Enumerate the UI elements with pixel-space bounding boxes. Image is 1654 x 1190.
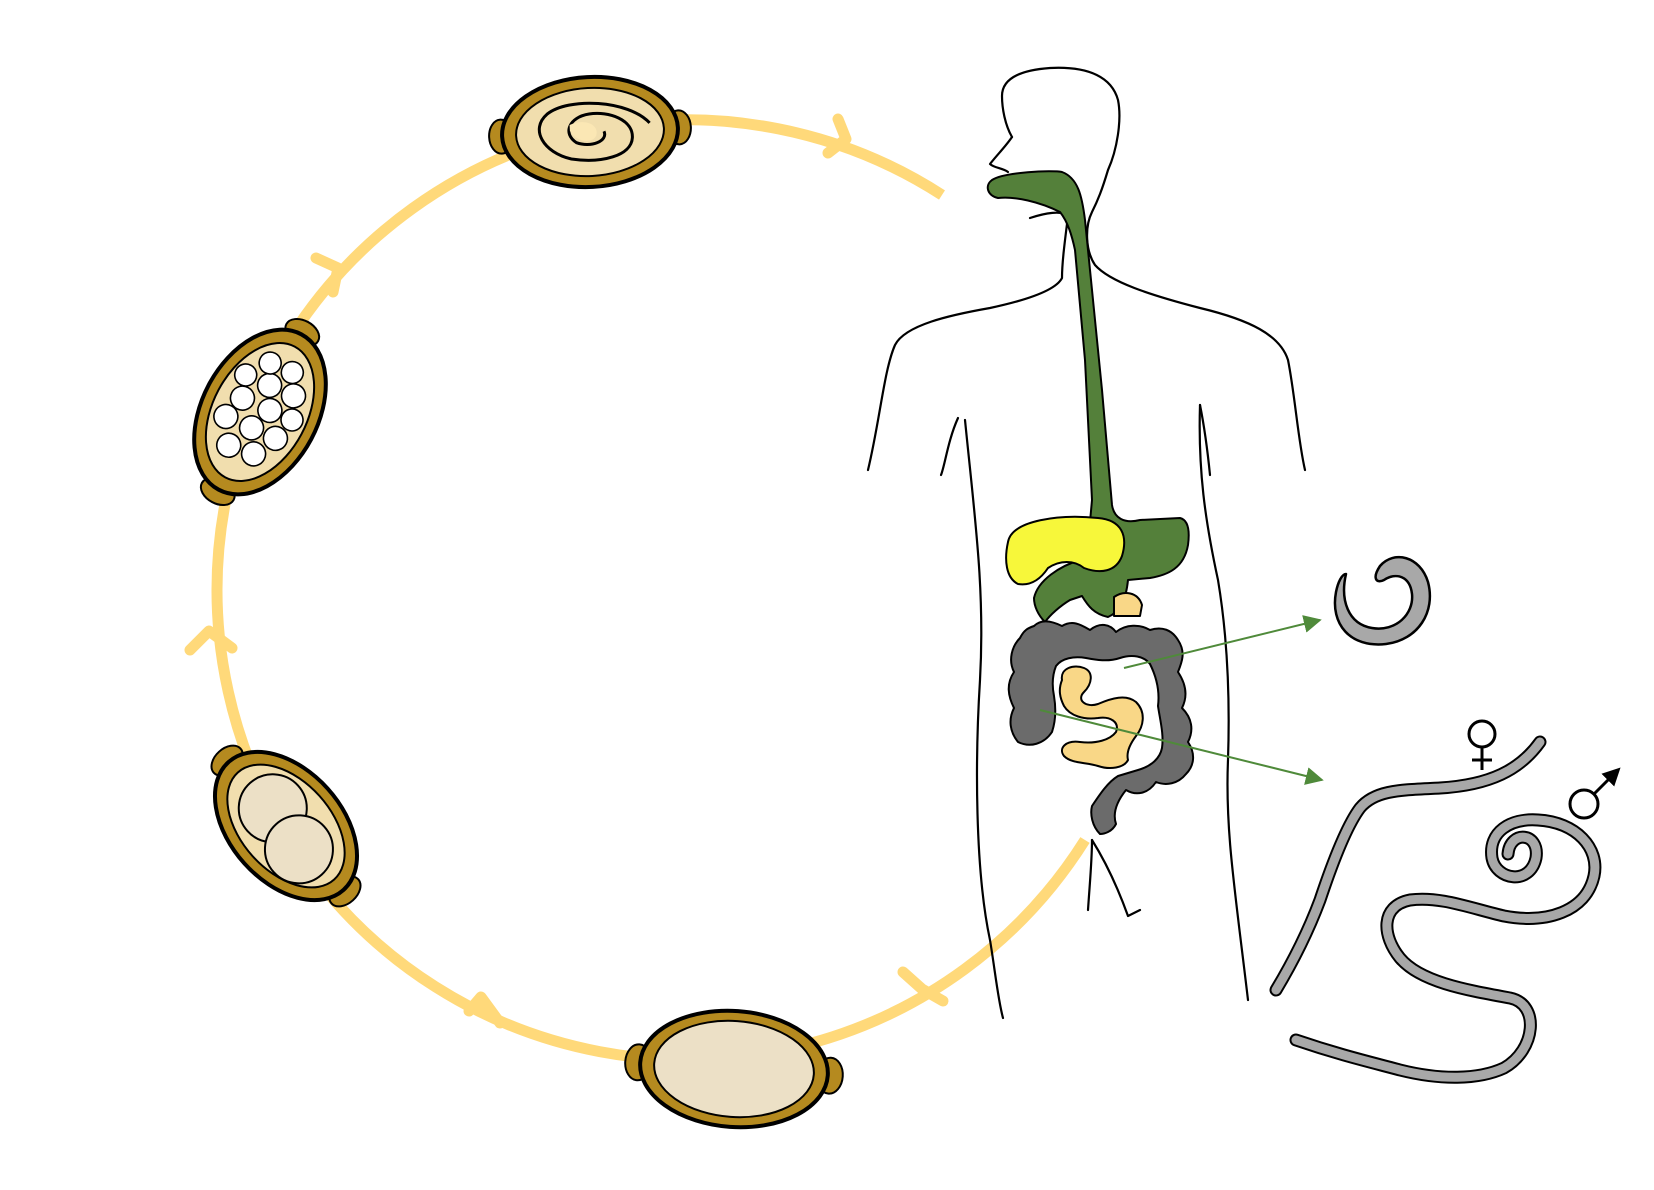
adult-male-worm-icon: [1289, 813, 1602, 1084]
large-intestine: [1007, 620, 1194, 835]
cycle-arrow: [822, 113, 852, 159]
adult-female-worm-icon: [1269, 735, 1547, 997]
small-intestine: [1058, 665, 1144, 769]
organ-pointer-arrows: [1039, 615, 1324, 785]
cycle-arrow: [463, 991, 506, 1029]
cycle-arrow: [897, 966, 949, 1007]
male-symbol-icon: [1568, 767, 1621, 820]
egg-unembryonated-icon: [624, 1008, 844, 1130]
liver: [1005, 515, 1126, 586]
digestive-tract: [986, 170, 1194, 835]
egg-two-cell-icon: [210, 744, 362, 908]
pointer-arrow-adults: [1039, 709, 1324, 785]
cycle-arrow: [310, 252, 344, 298]
esophagus-stomach: [986, 170, 1190, 623]
life-cycle-ring: [184, 113, 1090, 1066]
larva-icon: [1333, 556, 1432, 646]
egg-embryonated-larva-icon: [488, 74, 692, 190]
pointer-arrow-larva: [1123, 615, 1322, 669]
cycle-arrow: [184, 625, 238, 656]
female-symbol-icon: [1467, 719, 1497, 770]
egg-multi-cell-icon: [192, 317, 328, 507]
